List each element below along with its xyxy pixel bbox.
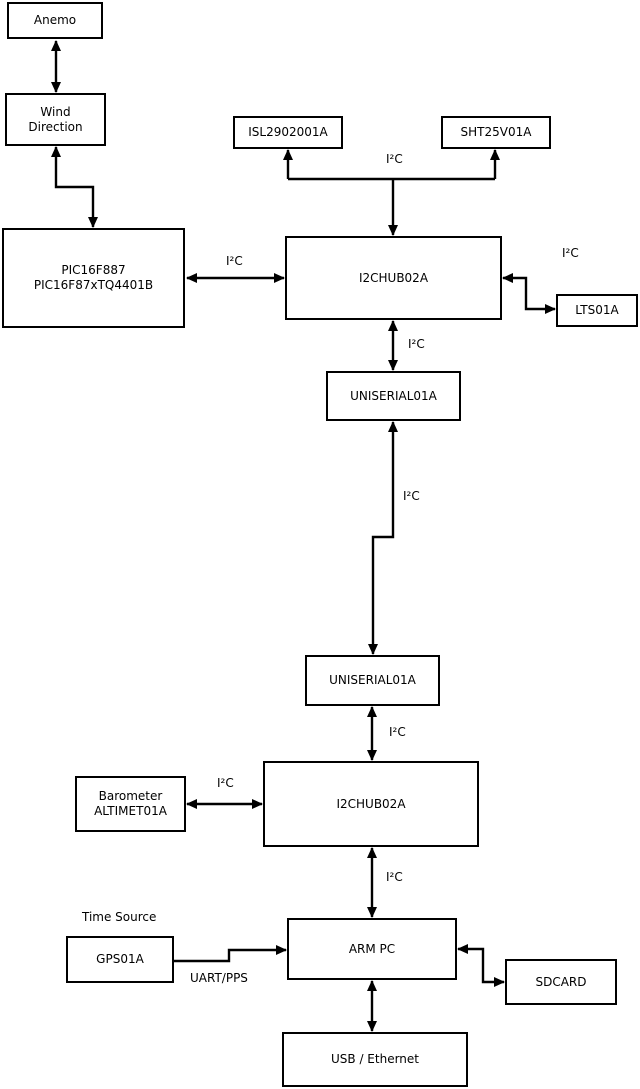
box-gps-label: GPS01A: [96, 952, 144, 966]
box-anemo: Anemo: [7, 2, 103, 39]
edge-label-i2c-sensors: I²C: [386, 152, 403, 166]
box-sdcard: SDCARD: [505, 959, 617, 1005]
edge-label-i2c-barometer: I²C: [217, 776, 234, 790]
box-gps: GPS01A: [66, 936, 174, 983]
box-pic-line2: PIC16F87xTQ4401B: [33, 278, 154, 292]
connector-hub-upper-sensors: [283, 149, 500, 236]
box-uniserial-lower: UNISERIAL01A: [305, 655, 440, 706]
box-lts: LTS01A: [556, 294, 638, 327]
box-sht: SHT25V01A: [441, 116, 551, 149]
box-wind-direction-line1: Wind: [40, 104, 71, 119]
box-usb-ethernet: USB / Ethernet: [282, 1032, 468, 1087]
box-i2c-hub-lower: I2CHUB02A: [263, 761, 479, 847]
box-isl: ISL2902001A: [233, 116, 343, 149]
box-sht-label: SHT25V01A: [460, 125, 532, 139]
box-wind-direction-line2: Direction: [28, 119, 83, 134]
box-arm-pc-label: ARM PC: [348, 941, 396, 956]
connector-gps-arm: [174, 945, 287, 963]
box-pic: PIC16F887 PIC16F87xTQ4401B: [2, 228, 185, 328]
edge-label-i2c-pic: I²C: [226, 254, 243, 268]
edge-label-i2c-uniserial-hub: I²C: [389, 725, 406, 739]
box-barometer-line1: Barometer: [98, 789, 163, 803]
connector-uniserial-uniserial: [368, 421, 398, 655]
box-arm-pc: ARM PC: [287, 918, 457, 980]
connector-hub-upper-lts: [502, 273, 556, 314]
box-lts-label: LTS01A: [575, 303, 619, 317]
edge-label-i2c-hub-uniserial: I²C: [408, 337, 425, 351]
box-i2c-hub-lower-label: I2CHUB02A: [336, 796, 406, 811]
box-pic-line1: PIC16F887: [61, 263, 126, 277]
box-uniserial-upper: UNISERIAL01A: [326, 371, 461, 421]
connector-arm-sdcard: [457, 944, 505, 987]
box-wind-direction: Wind Direction: [5, 93, 106, 146]
connector-wind-pic: [51, 146, 98, 228]
edge-label-i2c-lts: I²C: [562, 246, 579, 260]
edge-label-i2c-uniserial-link: I²C: [403, 489, 420, 503]
box-uniserial-upper-label: UNISERIAL01A: [350, 388, 437, 403]
box-uniserial-lower-label: UNISERIAL01A: [329, 673, 416, 687]
edge-label-i2c-hub-arm: I²C: [386, 870, 403, 884]
box-sdcard-label: SDCARD: [535, 974, 587, 989]
box-usb-ethernet-label: USB / Ethernet: [331, 1052, 419, 1066]
box-anemo-label: Anemo: [33, 13, 77, 27]
edge-label-time-source: Time Source: [82, 910, 157, 924]
box-i2c-hub-upper-label: I2CHUB02A: [358, 270, 429, 285]
box-barometer-line2: ALTIMET01A: [94, 804, 167, 818]
edge-label-uart-pps: UART/PPS: [190, 971, 248, 985]
box-barometer: Barometer ALTIMET01A: [75, 776, 186, 832]
box-isl-label: ISL2902001A: [248, 125, 328, 139]
box-i2c-hub-upper: I2CHUB02A: [285, 236, 502, 320]
